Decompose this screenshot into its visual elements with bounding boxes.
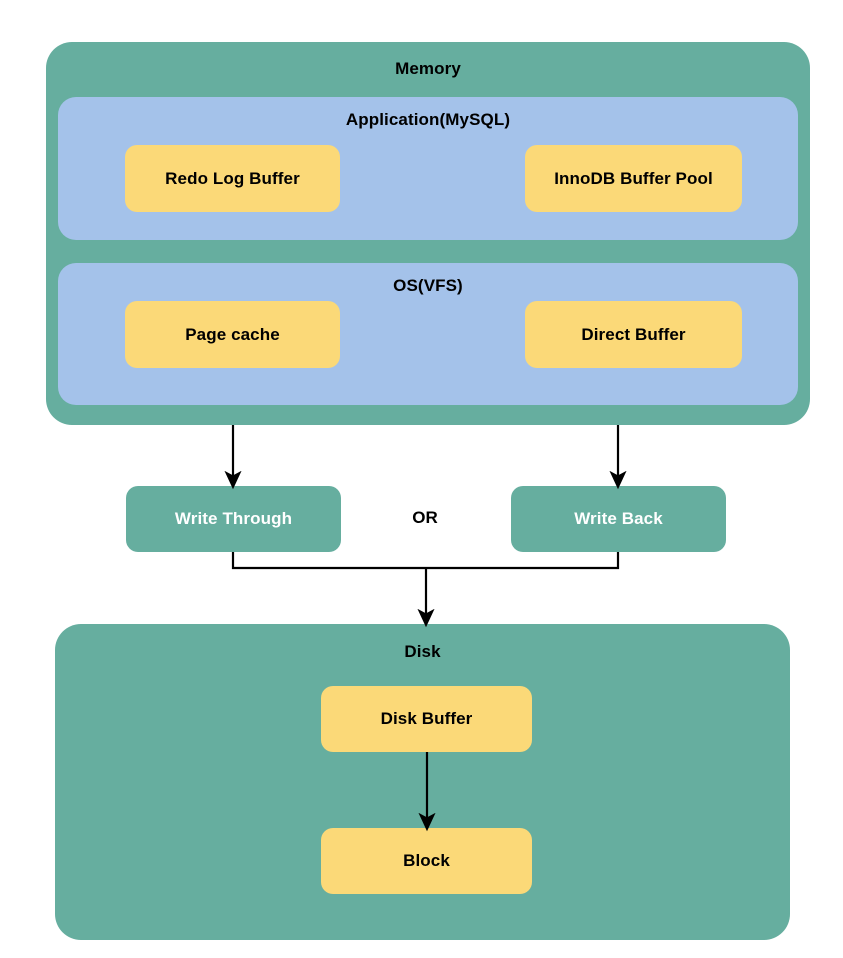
- node-redo-log-buffer[interactable]: Redo Log Buffer: [125, 145, 340, 212]
- node-disk-buffer[interactable]: Disk Buffer: [321, 686, 532, 752]
- node-page-cache[interactable]: Page cache: [125, 301, 340, 368]
- node-direct-buffer[interactable]: Direct Buffer: [525, 301, 742, 368]
- node-write-back[interactable]: Write Back: [511, 486, 726, 552]
- node-disk-buffer-label: Disk Buffer: [380, 709, 473, 728]
- node-write-back-label: Write Back: [574, 509, 663, 528]
- node-block-label: Block: [403, 851, 450, 870]
- node-innodb-buffer-pool-label: InnoDB Buffer Pool: [554, 168, 713, 188]
- node-innodb-buffer-pool[interactable]: InnoDB Buffer Pool: [525, 145, 742, 212]
- application-title: Application(MySQL): [345, 110, 511, 129]
- or-separator-label: OR: [412, 508, 438, 527]
- node-write-through-label: Write Through: [174, 509, 293, 528]
- connector-policies-merge: [231, 552, 620, 570]
- node-page-cache-label: Page cache: [185, 324, 280, 344]
- node-block[interactable]: Block: [321, 828, 532, 894]
- node-direct-buffer-label: Direct Buffer: [581, 324, 686, 344]
- node-write-through[interactable]: Write Through: [126, 486, 341, 552]
- os-title: OS(VFS): [393, 276, 463, 295]
- memory-title: Memory: [395, 59, 461, 78]
- disk-title: Disk: [404, 642, 441, 661]
- node-redo-log-buffer-label: Redo Log Buffer: [165, 168, 300, 188]
